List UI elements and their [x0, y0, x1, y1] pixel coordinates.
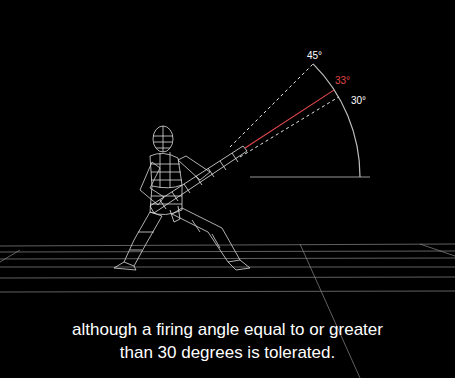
line-45-degrees [230, 64, 313, 147]
horizontal-baseline [250, 177, 370, 178]
rifle [150, 146, 247, 222]
line-33-degrees [245, 90, 334, 148]
line-30-degrees [240, 97, 339, 157]
floor-grid [0, 244, 455, 378]
subtitle-caption: although a firing angle equal to or grea… [55, 318, 400, 364]
wireframe-figure [114, 126, 250, 270]
angle-label-highlight: 33° [335, 75, 350, 87]
angle-arc [313, 64, 360, 177]
angle-label: 45° [307, 50, 322, 62]
angle-label: 30° [351, 95, 366, 107]
